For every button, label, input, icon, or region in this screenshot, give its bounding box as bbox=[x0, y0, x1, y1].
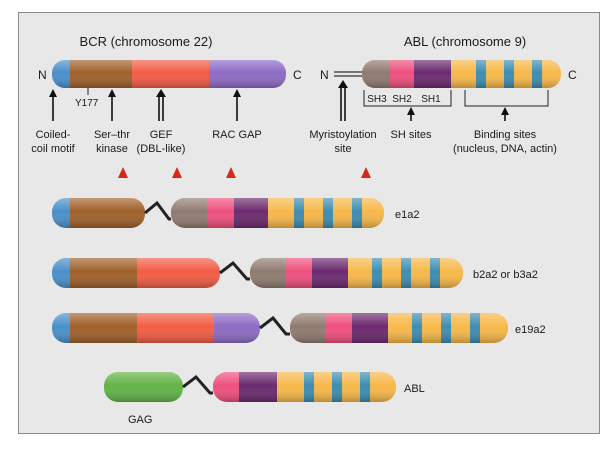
bcr-n-terminus: N bbox=[38, 68, 47, 82]
fusion-e1a2-bcr-part bbox=[52, 198, 145, 228]
binding-sites-label-line1: Binding sites bbox=[474, 129, 537, 141]
fusion-b2a2-bcr-part bbox=[52, 258, 220, 288]
binding-sites-label-line2: (nucleus, DNA, actin) bbox=[453, 143, 557, 155]
sh-bracket bbox=[363, 90, 452, 107]
fusion-b2a2-abl-part bbox=[250, 258, 463, 288]
y177-label: Y177 bbox=[75, 98, 99, 109]
abl-title: ABL (chromosome 9) bbox=[404, 34, 526, 49]
gag-domain bbox=[104, 372, 183, 402]
breakpoint-marker-4 bbox=[361, 167, 371, 178]
binding-sites-bracket bbox=[464, 90, 549, 107]
fusion-e19a2-bcr-part bbox=[52, 313, 260, 343]
fusion-e1a2-linker bbox=[144, 200, 171, 221]
coiled-coil-label-line1: Coiled- bbox=[36, 129, 71, 141]
breakpoint-marker-3 bbox=[226, 167, 236, 178]
racgap-label: RAC GAP bbox=[212, 129, 262, 141]
coiled-coil-label-line2: coil motif bbox=[31, 143, 75, 155]
abl-n-terminal-tail bbox=[334, 71, 362, 77]
fusion-e19a2-linker bbox=[259, 315, 290, 336]
fusion-e19a2-abl-part bbox=[290, 313, 508, 343]
gef-label-line2: (DBL-like) bbox=[137, 143, 186, 155]
myristoylation-label-line2: site bbox=[334, 143, 351, 155]
gag-abl-linker bbox=[182, 374, 213, 395]
sh1-label: SH1 bbox=[421, 94, 441, 105]
bcr-title: BCR (chromosome 22) bbox=[80, 34, 213, 49]
bcr-gene-bar bbox=[52, 60, 286, 88]
fusion-e19a2-label: e19a2 bbox=[515, 324, 546, 336]
gag-label: GAG bbox=[128, 414, 152, 426]
fusion-b2a2-label: b2a2 or b3a2 bbox=[473, 269, 538, 281]
fusion-e1a2-label: e1a2 bbox=[395, 209, 419, 221]
sh3-label: SH3 bbox=[367, 94, 387, 105]
gef-label-line1: GEF bbox=[150, 129, 173, 141]
kinase-label-line1: Ser–thr bbox=[94, 129, 130, 141]
gag-abl-abl-part bbox=[213, 372, 396, 402]
abl-c-terminus: C bbox=[568, 68, 577, 82]
sh2-label: SH2 bbox=[392, 94, 412, 105]
sh-sites-label: SH sites bbox=[391, 129, 432, 141]
abl-n-terminus: N bbox=[320, 68, 329, 82]
abl-fusion-label: ABL bbox=[404, 383, 425, 395]
myristoylation-label-line1: Myristoylation bbox=[309, 129, 376, 141]
fusion-e1a2-abl-part bbox=[171, 198, 384, 228]
breakpoint-marker-1 bbox=[118, 167, 128, 178]
breakpoint-marker-2 bbox=[172, 167, 182, 178]
fusion-b2a2-linker bbox=[219, 260, 250, 281]
kinase-label-line2: kinase bbox=[96, 143, 128, 155]
bcr-c-terminus: C bbox=[293, 68, 302, 82]
abl-gene-bar bbox=[362, 60, 561, 88]
